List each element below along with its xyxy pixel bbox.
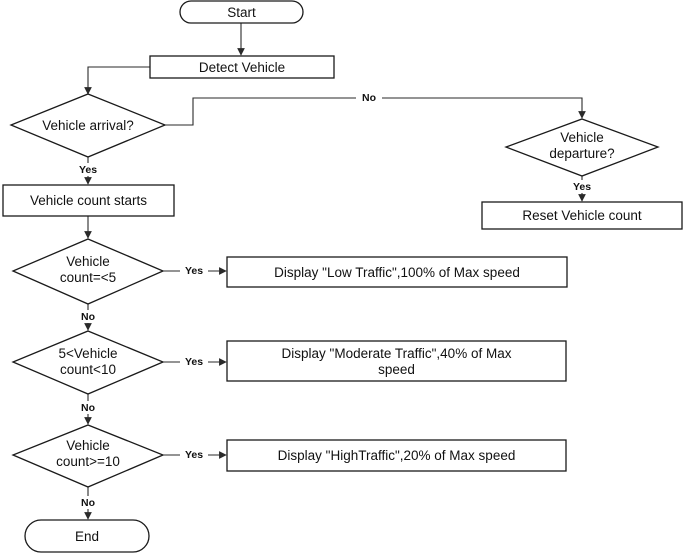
edge-arrival-departure — [165, 97, 586, 126]
node-cond-low: Vehicle count=<5 — [11, 238, 165, 305]
node-cond-high: Vehicle count>=10 — [11, 424, 165, 488]
edge-label-bg — [75, 496, 101, 509]
node-condhigh-label-line2: count>=10 — [56, 454, 120, 469]
process-shape — [226, 340, 567, 382]
edge-label-bg — [180, 265, 208, 278]
node-arrival-label: Vehicle arrival? — [42, 118, 134, 133]
decision-shape — [504, 118, 660, 177]
edge-label-bg — [75, 401, 101, 414]
process-shape — [226, 439, 567, 472]
decision-shape — [9, 93, 167, 158]
edge-label-mod-no: No — [81, 402, 95, 414]
edge-label-high-yes: Yes — [185, 449, 203, 461]
terminator-shape — [179, 0, 304, 24]
process-shape — [149, 55, 335, 79]
process-shape — [2, 184, 175, 217]
node-detect-label: Detect Vehicle — [199, 60, 285, 75]
node-display-low: Display "Low Traffic",100% of Max speed — [226, 256, 568, 288]
edge-label-departure-yes: Yes — [573, 181, 591, 193]
node-end-label: End — [75, 529, 99, 544]
node-departure-label-line1: Vehicle — [560, 130, 604, 145]
node-high-label: Display "HighTraffic",20% of Max speed — [278, 448, 516, 463]
edge-label-bg — [75, 310, 101, 323]
node-vehicle-departure: Vehicle departure? — [504, 118, 660, 177]
edge-detect-arrival — [84, 66, 150, 95]
node-countstarts-label: Vehicle count starts — [30, 193, 147, 208]
edge-label-low-yes: Yes — [185, 265, 203, 277]
node-end: End — [24, 519, 150, 553]
node-display-moderate: Display "Moderate Traffic",40% of Max sp… — [226, 340, 567, 382]
node-condlow-label-line1: Vehicle — [66, 254, 110, 269]
decision-shape — [11, 330, 165, 395]
node-reset-label: Reset Vehicle count — [522, 208, 642, 223]
node-condmod-label-line2: count<10 — [60, 362, 116, 377]
node-departure-label-line2: departure? — [549, 146, 614, 161]
node-reset-vehicle-count: Reset Vehicle count — [481, 201, 683, 230]
node-moderate-label-line2: speed — [378, 362, 415, 377]
edge-label-bg — [180, 356, 208, 369]
node-vehicle-arrival: Vehicle arrival? — [9, 93, 167, 158]
edge-label-mod-yes: Yes — [185, 356, 203, 368]
edge-labels: No Yes Yes Yes No Yes No Yes No — [74, 91, 596, 509]
node-start: Start — [179, 0, 304, 24]
edge-label-low-no: No — [81, 311, 95, 323]
node-condlow-label-line2: count=<5 — [60, 270, 116, 285]
edge-label-arrival-no: No — [362, 92, 376, 104]
node-condmod-label-line1: 5<Vehicle — [59, 346, 118, 361]
node-moderate-label-line1: Display "Moderate Traffic",40% of Max — [282, 346, 512, 361]
node-condhigh-label-line1: Vehicle — [66, 438, 110, 453]
node-detect-vehicle: Detect Vehicle — [149, 55, 335, 79]
process-shape — [226, 256, 568, 288]
process-shape — [481, 201, 683, 230]
edge-label-bg — [568, 180, 596, 193]
node-cond-moderate: 5<Vehicle count<10 — [11, 330, 165, 395]
edge-label-bg — [74, 163, 102, 176]
node-vehicle-count-starts: Vehicle count starts — [2, 184, 175, 217]
node-low-label: Display "Low Traffic",100% of Max speed — [274, 265, 520, 280]
node-start-label: Start — [227, 5, 256, 20]
terminator-shape — [24, 519, 150, 553]
edge-label-arrival-yes: Yes — [79, 164, 97, 176]
edge-label-bg — [180, 449, 208, 462]
node-display-high: Display "HighTraffic",20% of Max speed — [226, 439, 567, 472]
edge-label-high-no: No — [81, 497, 95, 509]
edge-label-bg — [356, 91, 382, 104]
decision-shape — [11, 238, 165, 305]
decision-shape — [11, 424, 165, 488]
